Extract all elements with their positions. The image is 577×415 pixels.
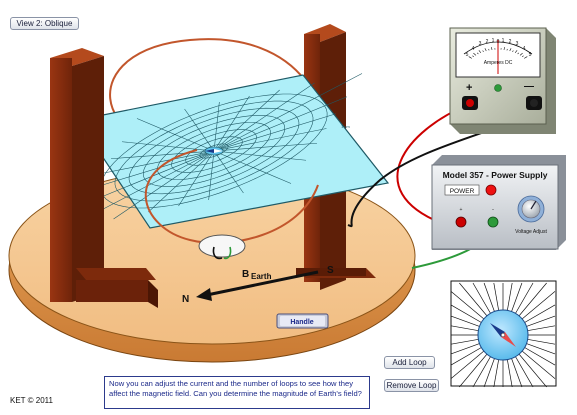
scale-marker: 1 cm [341, 124, 350, 129]
ammeter-scale-r3: 3 [516, 41, 519, 47]
compass-view [450, 280, 557, 388]
power-label: POWER [450, 188, 475, 195]
ammeter-scale-l4: 2 [486, 39, 489, 45]
knob-label: Voltage Adjust [515, 229, 547, 235]
ammeter-zero: 0 [497, 39, 500, 45]
view-toggle-button[interactable]: View 2: Oblique [10, 17, 79, 30]
supply-terminal-plus [455, 216, 467, 228]
wire-red [396, 103, 471, 224]
ammeter-scale-l5: 1 [492, 38, 495, 44]
ammeter-scale-l3: 3 [479, 41, 482, 47]
ammeter-scale-l1: 5 [466, 52, 469, 58]
post-left [50, 48, 158, 308]
field-grid-sheet: 1 cm [65, 73, 390, 229]
supply-terminal-minus [487, 216, 499, 228]
field-label-earth: Earth [251, 272, 272, 281]
ammeter-terminal-minus [526, 96, 542, 110]
ammeter-minus: — [524, 81, 534, 92]
ammeter-scale-l2: 4 [472, 46, 475, 52]
ammeter-unit: Amperes DC [484, 60, 513, 66]
instructions-text: Now you can adjust the current and the n… [104, 376, 370, 409]
center-compass-needle [204, 146, 224, 156]
add-loop-button[interactable]: Add Loop [384, 356, 435, 369]
terminal-plus-label: + [460, 207, 463, 213]
handle-label: Handle [290, 319, 313, 326]
ammeter-terminal-plus [462, 96, 478, 110]
south-label: S [327, 265, 334, 276]
power-supply-title: Model 357 - Power Supply [443, 170, 548, 180]
current-loop-front [144, 149, 319, 244]
ammeter-scale-r4: 4 [523, 46, 526, 52]
ammeter-plus: + [466, 82, 472, 94]
remove-loop-button[interactable]: Remove Loop [384, 379, 439, 392]
voltage-adjust-knob[interactable] [517, 195, 545, 223]
north-label: N [182, 294, 189, 305]
ammeter: 0 5 4 3 2 1 1 2 3 4 5 Amperes DC + — [449, 27, 556, 134]
ammeter-scale-r1: 1 [502, 38, 505, 44]
terminal-minus-label: - [492, 207, 494, 213]
wire-feedthrough [198, 234, 246, 260]
earth-field-arrow [196, 270, 319, 301]
ammeter-scale-r2: 2 [509, 39, 512, 45]
power-supply: Model 357 - Power Supply POWER + - Volta… [431, 155, 566, 250]
ammeter-scale-r5: 5 [529, 52, 532, 58]
zero-adjust-icon[interactable] [494, 84, 502, 92]
compass-needle-icon [490, 323, 516, 347]
power-indicator-icon[interactable] [485, 184, 497, 196]
copyright-text: KET © 2011 [10, 396, 53, 405]
field-label-b: B [242, 269, 249, 280]
handle[interactable]: Handle [276, 313, 329, 329]
